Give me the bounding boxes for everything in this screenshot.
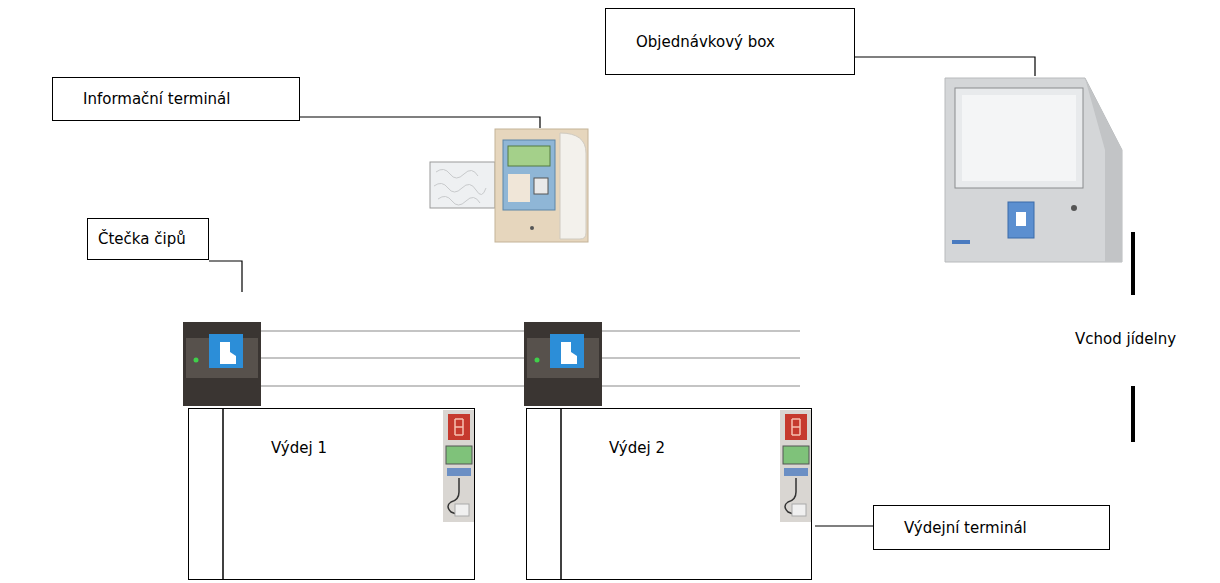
counter-label: Výdej 1 [271,439,327,457]
callout-text: Objednávkový box [636,33,775,51]
leader-line [209,57,1035,526]
chip-reader [524,322,602,406]
callout-text: Výdejní terminál [904,519,1027,537]
info-terminal [430,129,588,242]
counter-divider [223,408,561,580]
issue-terminal [443,410,475,522]
tray-rail [183,331,800,386]
chip-reader [183,322,261,406]
serving-counter: Výdej 1 [188,408,475,580]
order-kiosk [945,78,1122,262]
callout-box: Informační terminál [52,77,300,121]
callout-box: Objednávkový box [605,8,855,75]
callout-box: Čtečka čipů [87,218,209,260]
counter-label: Výdej 2 [609,439,665,457]
issue-terminal [780,410,812,522]
callout-text: Informační terminál [83,90,230,108]
callout-box: Výdejní terminál [873,505,1110,550]
entrance-label: Vchod jídelny [1073,330,1178,348]
callout-text: Čtečka čipů [98,230,186,248]
serving-counter: Výdej 2 [526,408,812,580]
